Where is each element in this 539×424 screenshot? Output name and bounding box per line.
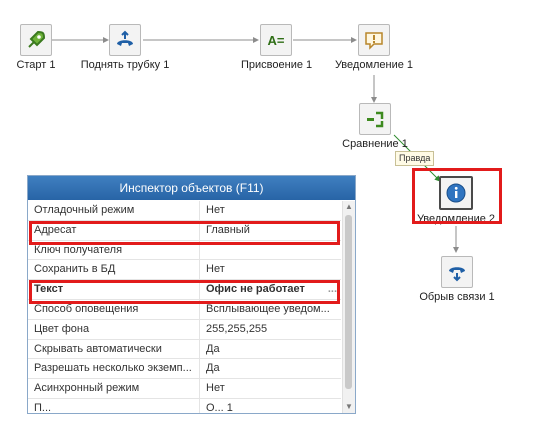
property-key: Скрывать автоматически [28, 339, 200, 359]
node-notify1-label: Уведомление 1 [334, 59, 414, 71]
inspector-title: Инспектор объектов (F11) [28, 176, 355, 200]
property-row[interactable]: Способ оповещения Всплывающее уведом... [28, 299, 341, 320]
scroll-up-icon[interactable]: ▲ [345, 202, 353, 211]
property-value[interactable]: Да [206, 342, 220, 355]
node-start-label: Старт 1 [16, 59, 56, 71]
property-key: Сохранить в БД [28, 260, 200, 280]
property-value[interactable]: Нет [206, 204, 225, 216]
property-row[interactable]: Разрешать несколько экземп... Да [28, 359, 341, 380]
node-assign[interactable]: A= Присвоение 1 [241, 24, 313, 71]
node-notify2[interactable]: Уведомление 2 [411, 176, 501, 225]
property-key: Ключ получателя [28, 240, 200, 260]
property-value[interactable]: О... 1 [206, 401, 233, 414]
ellipsis-button[interactable]: ... [327, 283, 337, 296]
inspector-scrollbar[interactable]: ▲ ▼ [342, 201, 355, 413]
property-value[interactable]: Нет [206, 263, 225, 276]
scroll-thumb[interactable] [345, 215, 352, 389]
node-hangup[interactable]: Обрыв связи 1 [412, 256, 502, 303]
property-value[interactable]: Офис не работает... [200, 280, 341, 299]
scroll-down-icon[interactable]: ▼ [345, 402, 353, 411]
compare-icon [359, 103, 391, 135]
edge-label-true: Правда [395, 151, 435, 166]
property-value[interactable]: Главный [206, 223, 250, 236]
node-notify2-label: Уведомление 2 [416, 213, 496, 225]
property-value[interactable]: Всплывающее уведом... [206, 302, 330, 315]
info-icon [439, 176, 473, 210]
node-assign-label: Присвоение 1 [241, 59, 313, 71]
node-start[interactable]: Старт 1 [6, 24, 66, 71]
assign-icon: A= [260, 24, 292, 56]
property-value-text: Офис не работает [206, 283, 305, 296]
property-row[interactable]: Ключ получателя [28, 240, 341, 261]
object-inspector-panel[interactable]: Инспектор объектов (F11) Отладочный режи… [27, 175, 356, 414]
property-value[interactable]: 255,255,255 [206, 322, 268, 335]
property-key: Цвет фона [28, 319, 200, 339]
node-hangup-label: Обрыв связи 1 [419, 291, 495, 303]
node-pickup[interactable]: Поднять трубку 1 [80, 24, 170, 71]
property-value[interactable]: Да [206, 362, 220, 375]
property-key: Текст [28, 280, 200, 299]
rocket-icon [20, 24, 52, 56]
property-row[interactable]: Сохранить в БД Нет [28, 260, 341, 281]
node-notify1[interactable]: Уведомление 1 [334, 24, 414, 71]
property-key: Адресат [28, 220, 200, 240]
phone-pickup-icon [109, 24, 141, 56]
property-row[interactable]: Отладочный режим Нет [28, 201, 341, 221]
property-row[interactable]: Скрывать автоматически Да [28, 339, 341, 360]
speech-bubble-icon [358, 24, 390, 56]
property-row[interactable]: П... О... 1 [28, 398, 341, 414]
property-value[interactable]: Нет [206, 382, 225, 395]
property-key: Способ оповещения [28, 299, 200, 319]
property-key: Разрешать несколько экземп... [28, 359, 200, 379]
property-row[interactable]: Асинхронный режим Нет [28, 379, 341, 399]
node-compare[interactable]: Сравнение 1 [340, 103, 410, 150]
phone-hangup-icon [441, 256, 473, 288]
property-row[interactable]: Цвет фона 255,255,255 [28, 319, 341, 340]
property-key: Асинхронный режим [28, 379, 200, 398]
property-value[interactable] [200, 241, 341, 260]
property-key: П... [28, 398, 200, 413]
property-key: Отладочный режим [28, 201, 200, 220]
node-compare-label: Сравнение 1 [342, 138, 408, 150]
property-row[interactable]: Адресат Главный [28, 220, 341, 241]
node-pickup-label: Поднять трубку 1 [80, 59, 170, 71]
